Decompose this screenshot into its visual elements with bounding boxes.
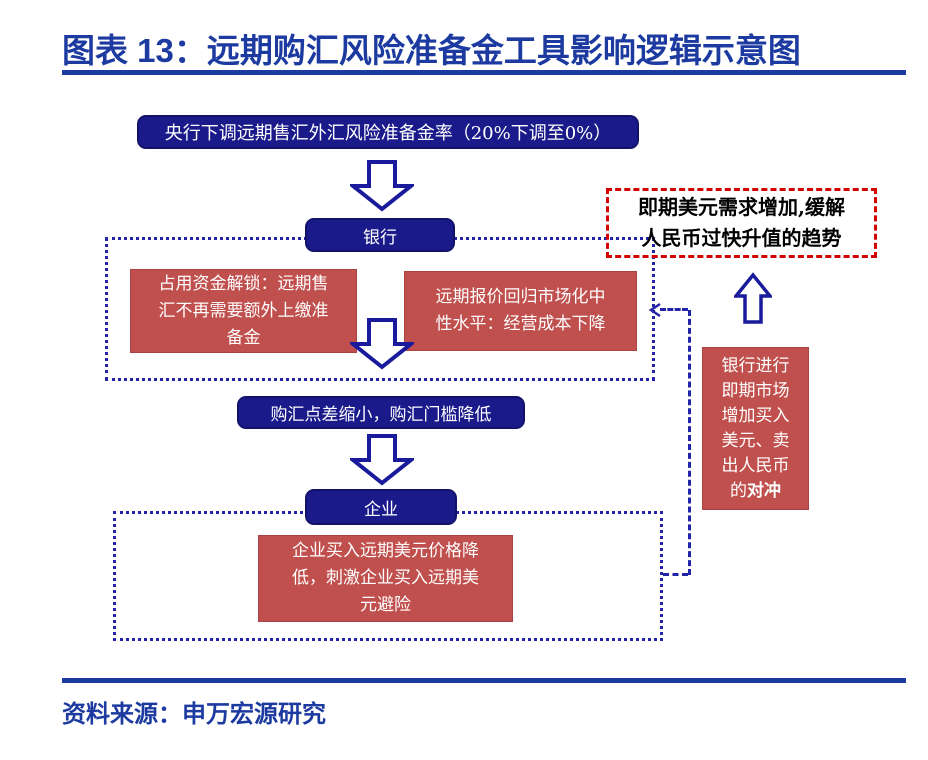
source-note: 资料来源：申万宏源研究 (62, 701, 326, 728)
down-arrow-icon (350, 318, 414, 370)
feedback-line-bottom (663, 573, 688, 576)
feedback-arrowhead-icon (648, 302, 661, 318)
bank-effect-right-box: 远期报价回归市场化中 性水平：经营成本下降 (404, 271, 637, 351)
down-arrow-icon (350, 160, 414, 212)
spread-box: 购汇点差缩小，购汇门槛降低 (237, 396, 525, 429)
text-line: 银行进行 (721, 355, 790, 376)
text-line: 美元、卖 (721, 430, 790, 451)
hedge-box: 银行进行 即期市场 增加买入 美元、卖 出人民币 的对冲 (702, 347, 809, 510)
text-line: 性水平：经营成本下降 (435, 314, 606, 334)
text-line: 即期美元需求增加,缓解 (638, 195, 845, 219)
hedge-last-bold: 对冲 (747, 480, 781, 501)
policy-box: 央行下调远期售汇外汇风险准备金率（20%下调至0%） (137, 115, 639, 149)
bank-effect-left-box: 占用资金解锁：远期售 汇不再需要额外上缴准 备金 (130, 269, 357, 353)
text-line: 占用资金解锁：远期售 (158, 273, 329, 294)
text-line: 元避险 (360, 595, 411, 615)
text-line: 汇不再需要额外上缴准 (158, 300, 329, 321)
bank-node: 银行 (305, 218, 455, 252)
text-line: 即期市场 (721, 380, 790, 401)
hedge-last-prefix: 的 (730, 480, 747, 501)
text-line: 备金 (226, 327, 261, 348)
enterprise-effect-box: 企业买入远期美元价格降 低，刺激企业买入远期美 元避险 (258, 535, 513, 622)
text-line: 远期报价回归市场化中 (435, 287, 606, 307)
title-rule (62, 70, 906, 75)
enterprise-node: 企业 (305, 489, 457, 525)
text-line: 人民币过快升值的趋势 (641, 226, 842, 250)
text-line: 的对冲 (730, 479, 781, 504)
outcome-box: 即期美元需求增加,缓解 人民币过快升值的趋势 (606, 188, 877, 258)
source-rule (62, 678, 906, 683)
down-arrow-icon (350, 434, 414, 486)
text-line: 企业买入远期美元价格降 (292, 541, 479, 561)
figure-title: 图表 13：远期购汇风险准备金工具影响逻辑示意图 (62, 32, 801, 69)
text-line: 增加买入 (721, 405, 790, 426)
text-line: 出人民币 (721, 455, 790, 476)
feedback-line-vertical (688, 310, 691, 575)
text-line: 低，刺激企业买入远期美 (292, 568, 479, 588)
up-arrow-icon (734, 272, 772, 324)
feedback-line-top (660, 308, 688, 311)
